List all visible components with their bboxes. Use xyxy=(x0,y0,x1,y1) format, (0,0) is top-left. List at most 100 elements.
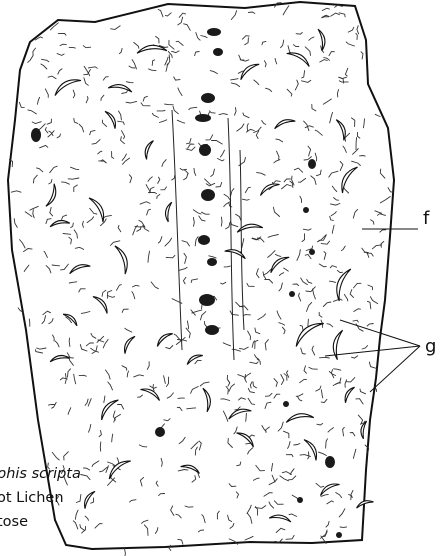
texture-mark xyxy=(287,89,292,96)
texture-mark xyxy=(297,250,300,261)
texture-mark xyxy=(85,399,88,405)
texture-mark xyxy=(152,60,154,66)
texture-mark xyxy=(112,434,113,442)
texture-mark xyxy=(274,394,280,398)
texture-mark xyxy=(37,168,43,172)
texture-mark xyxy=(265,280,273,284)
texture-mark xyxy=(37,97,39,104)
texture-mark xyxy=(302,71,305,78)
texture-mark xyxy=(69,47,75,48)
texture-mark xyxy=(235,108,237,116)
texture-mark xyxy=(187,408,196,409)
texture-mark xyxy=(253,382,257,388)
texture-mark xyxy=(350,290,353,298)
texture-mark xyxy=(84,78,88,86)
texture-mark xyxy=(372,245,381,249)
texture-mark xyxy=(257,359,260,365)
texture-mark xyxy=(88,67,97,68)
texture-mark xyxy=(254,478,260,480)
texture-mark xyxy=(118,121,125,124)
texture-mark xyxy=(99,430,101,436)
texture-mark xyxy=(246,413,247,421)
texture-mark xyxy=(187,138,192,143)
texture-mark xyxy=(236,302,243,307)
texture-mark xyxy=(264,269,271,275)
texture-mark xyxy=(166,255,175,257)
texture-mark xyxy=(217,511,219,519)
texture-mark xyxy=(216,182,222,187)
dark-spot xyxy=(199,294,215,306)
texture-mark xyxy=(206,135,213,140)
texture-mark xyxy=(323,302,331,307)
texture-mark xyxy=(33,175,37,183)
texture-mark xyxy=(354,309,361,312)
texture-mark xyxy=(302,234,305,242)
texture-mark xyxy=(226,222,230,229)
texture-mark xyxy=(122,154,126,160)
texture-mark xyxy=(362,346,368,349)
lirella-mark xyxy=(337,164,358,193)
texture-mark xyxy=(195,360,201,363)
texture-mark xyxy=(247,505,251,513)
texture-mark xyxy=(192,476,196,483)
texture-mark xyxy=(221,399,230,401)
texture-mark xyxy=(79,289,85,292)
dark-spot xyxy=(205,325,219,335)
texture-mark xyxy=(223,343,230,346)
lirella-mark xyxy=(68,262,90,274)
texture-mark xyxy=(343,427,345,436)
texture-mark xyxy=(265,393,272,396)
texture-mark xyxy=(102,120,106,127)
texture-mark xyxy=(185,506,193,507)
texture-mark xyxy=(182,241,190,246)
texture-mark xyxy=(237,462,241,466)
texture-mark xyxy=(30,206,38,210)
texture-mark xyxy=(74,119,78,124)
texture-mark xyxy=(229,484,236,487)
texture-mark xyxy=(282,185,292,189)
texture-mark xyxy=(276,139,283,142)
texture-mark xyxy=(269,502,274,508)
texture-mark xyxy=(326,521,329,527)
texture-mark xyxy=(165,238,172,246)
texture-mark xyxy=(268,251,275,258)
texture-mark xyxy=(352,161,361,165)
dark-spot xyxy=(198,235,210,245)
texture-mark xyxy=(42,59,49,62)
texture-mark xyxy=(245,38,249,45)
texture-mark xyxy=(307,280,312,284)
dark-spot xyxy=(199,144,211,156)
texture-mark xyxy=(195,237,198,246)
texture-mark xyxy=(354,283,362,288)
texture-mark xyxy=(102,290,106,296)
texture-mark xyxy=(101,95,104,100)
texture-mark xyxy=(333,299,342,301)
texture-mark xyxy=(209,111,215,113)
texture-mark xyxy=(375,114,380,116)
lirella-mark xyxy=(140,385,161,400)
texture-mark xyxy=(152,113,158,117)
texture-mark xyxy=(330,112,333,123)
texture-mark xyxy=(86,97,88,103)
texture-mark xyxy=(280,476,289,481)
texture-mark xyxy=(179,437,185,443)
lirella-mark xyxy=(121,334,135,354)
dark-spot xyxy=(325,456,335,468)
texture-mark xyxy=(328,428,334,433)
texture-mark xyxy=(345,380,347,388)
texture-mark xyxy=(98,151,102,154)
texture-mark xyxy=(125,328,132,332)
dark-spot xyxy=(297,497,303,503)
dark-spot xyxy=(283,401,289,407)
lirella-mark xyxy=(105,109,119,129)
lirella-mark xyxy=(225,247,247,259)
texture-mark xyxy=(245,374,246,382)
texture-mark xyxy=(265,340,268,350)
texture-mark xyxy=(52,402,57,408)
texture-mark xyxy=(43,311,51,315)
texture-mark xyxy=(156,36,159,43)
texture-mark xyxy=(230,311,238,315)
texture-mark xyxy=(339,509,345,517)
texture-mark xyxy=(45,128,48,134)
texture-mark xyxy=(184,24,191,31)
